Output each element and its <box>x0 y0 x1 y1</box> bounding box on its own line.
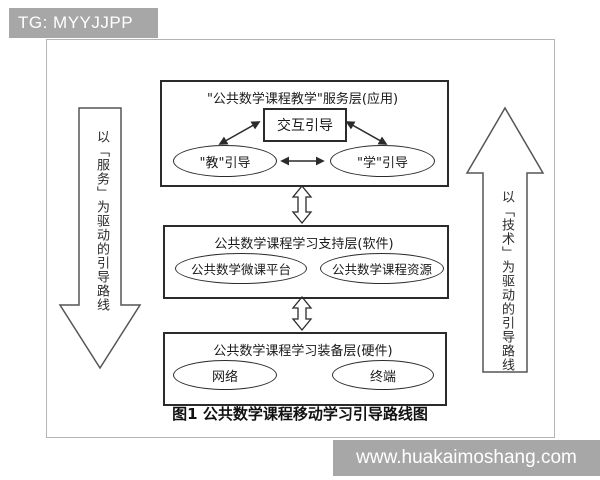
layer-connector-arrow-top <box>291 184 313 225</box>
interaction-learn-arrow <box>345 121 388 145</box>
terminal-node: 终端 <box>332 360 434 390</box>
service-layer-box <box>160 80 449 187</box>
equipment-layer-box <box>163 332 447 406</box>
service-driven-down-arrow <box>58 107 142 370</box>
top-watermark-bar: TG: MYYJJPP <box>9 8 158 38</box>
bottom-watermark-bar: www.huakaimoshang.com <box>333 440 600 476</box>
support-layer-box <box>163 225 449 299</box>
teach-guidance-node: "教"引导 <box>173 145 277 177</box>
service-driven-arrow-label: 以「服务」为驱动的引导路线 <box>94 130 109 312</box>
bottom-watermark-text: www.huakaimoshang.com <box>356 447 577 468</box>
interaction-teach-arrow <box>218 121 261 145</box>
learn-guidance-node: "学"引导 <box>330 145 435 177</box>
layer-connector-arrow-bottom <box>291 295 313 332</box>
interaction-guidance-box: 交互引导 <box>263 108 347 142</box>
course-resource-node: 公共数学课程资源 <box>320 253 444 284</box>
technology-driven-up-arrow <box>465 106 545 373</box>
top-watermark-text: TG: MYYJJPP <box>18 13 134 32</box>
service-layer-title: "公共数学课程教学"服务层(应用) <box>206 92 399 107</box>
figure-caption: 图1 公共数学课程移动学习引导路线图 <box>172 405 428 423</box>
network-node: 网络 <box>173 360 277 390</box>
technology-driven-arrow-label: 以「技术」为驱动的引导路线 <box>499 190 514 372</box>
figure-frame <box>46 39 555 438</box>
equipment-layer-title: 公共数学课程学习装备层(硬件) <box>213 344 393 359</box>
support-layer-title: 公共数学课程学习支持层(软件) <box>214 237 394 252</box>
micro-course-platform-node: 公共数学微课平台 <box>175 253 307 284</box>
